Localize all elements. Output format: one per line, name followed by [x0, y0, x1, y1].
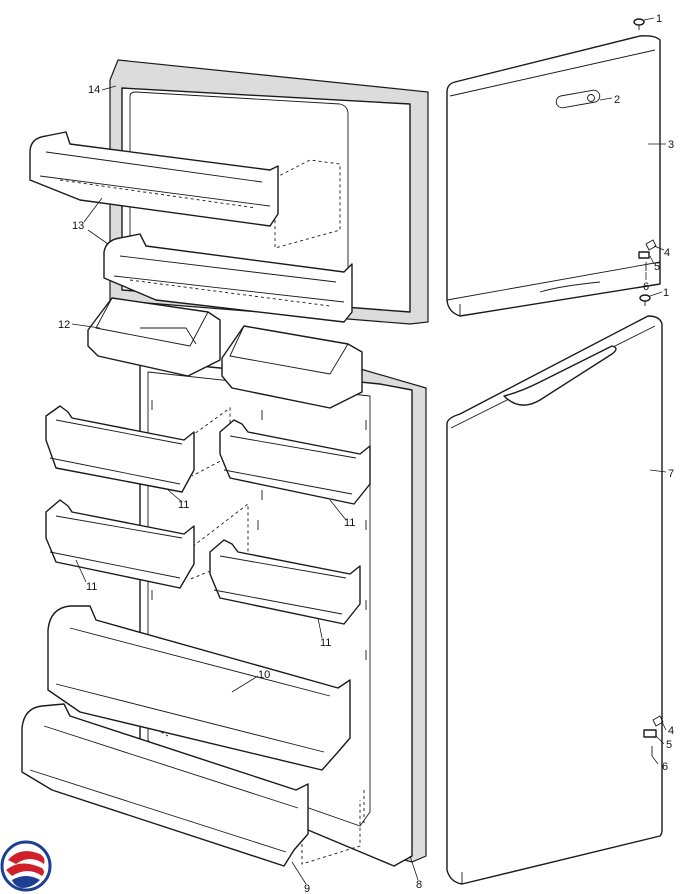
- callout-1: 1: [656, 13, 662, 25]
- callout-12: 12: [58, 319, 70, 331]
- callout-11-lower-right: 11: [320, 637, 331, 649]
- callout-6: 6: [643, 281, 649, 293]
- callout-5: 5: [654, 261, 660, 273]
- callout-5-lower: 5: [666, 739, 672, 751]
- freezer-hinge-parts: [633, 18, 657, 271]
- freezer-shelf-upper: [29, 131, 279, 227]
- door-bin-lower-left: [45, 499, 195, 589]
- callout-11-upper-left: 11: [178, 499, 189, 511]
- callout-4-lower: 4: [668, 725, 674, 737]
- callout-8: 8: [416, 879, 422, 891]
- brand-swirl-icon: [0, 840, 52, 892]
- callout-labels: 1 2 3 4 5 6 1 7 4 5 6 8 9 10 11 11 11 11…: [58, 13, 674, 894]
- callout-11-lower-left: 11: [86, 581, 97, 593]
- callout-3: 3: [668, 139, 674, 151]
- callout-2: 2: [614, 94, 620, 106]
- callout-14: 14: [88, 84, 100, 96]
- fridge-door-outer: [446, 315, 663, 885]
- door-bin-upper-left: [45, 405, 195, 493]
- callout-1-lower: 1: [663, 287, 669, 299]
- door-bin-bottom: [21, 703, 309, 867]
- callout-11-upper-right: 11: [344, 517, 355, 529]
- door-bin-upper-right: [219, 419, 371, 505]
- callout-10: 10: [258, 669, 270, 681]
- freezer-shelf-lower: [103, 233, 353, 323]
- callout-6-lower: 6: [662, 761, 668, 773]
- leader-lines: [71, 17, 667, 885]
- dairy-cover-right: [221, 325, 363, 409]
- door-bin-lower-right: [209, 539, 361, 625]
- freezer-door-outer: [446, 35, 661, 317]
- callout-9: 9: [304, 883, 310, 894]
- callout-13: 13: [72, 220, 84, 232]
- door-bin-large: [47, 605, 351, 771]
- callout-7: 7: [668, 468, 674, 480]
- callout-4: 4: [664, 247, 670, 259]
- dairy-cover-left: [87, 297, 221, 377]
- fridge-hinge-parts: [639, 294, 664, 756]
